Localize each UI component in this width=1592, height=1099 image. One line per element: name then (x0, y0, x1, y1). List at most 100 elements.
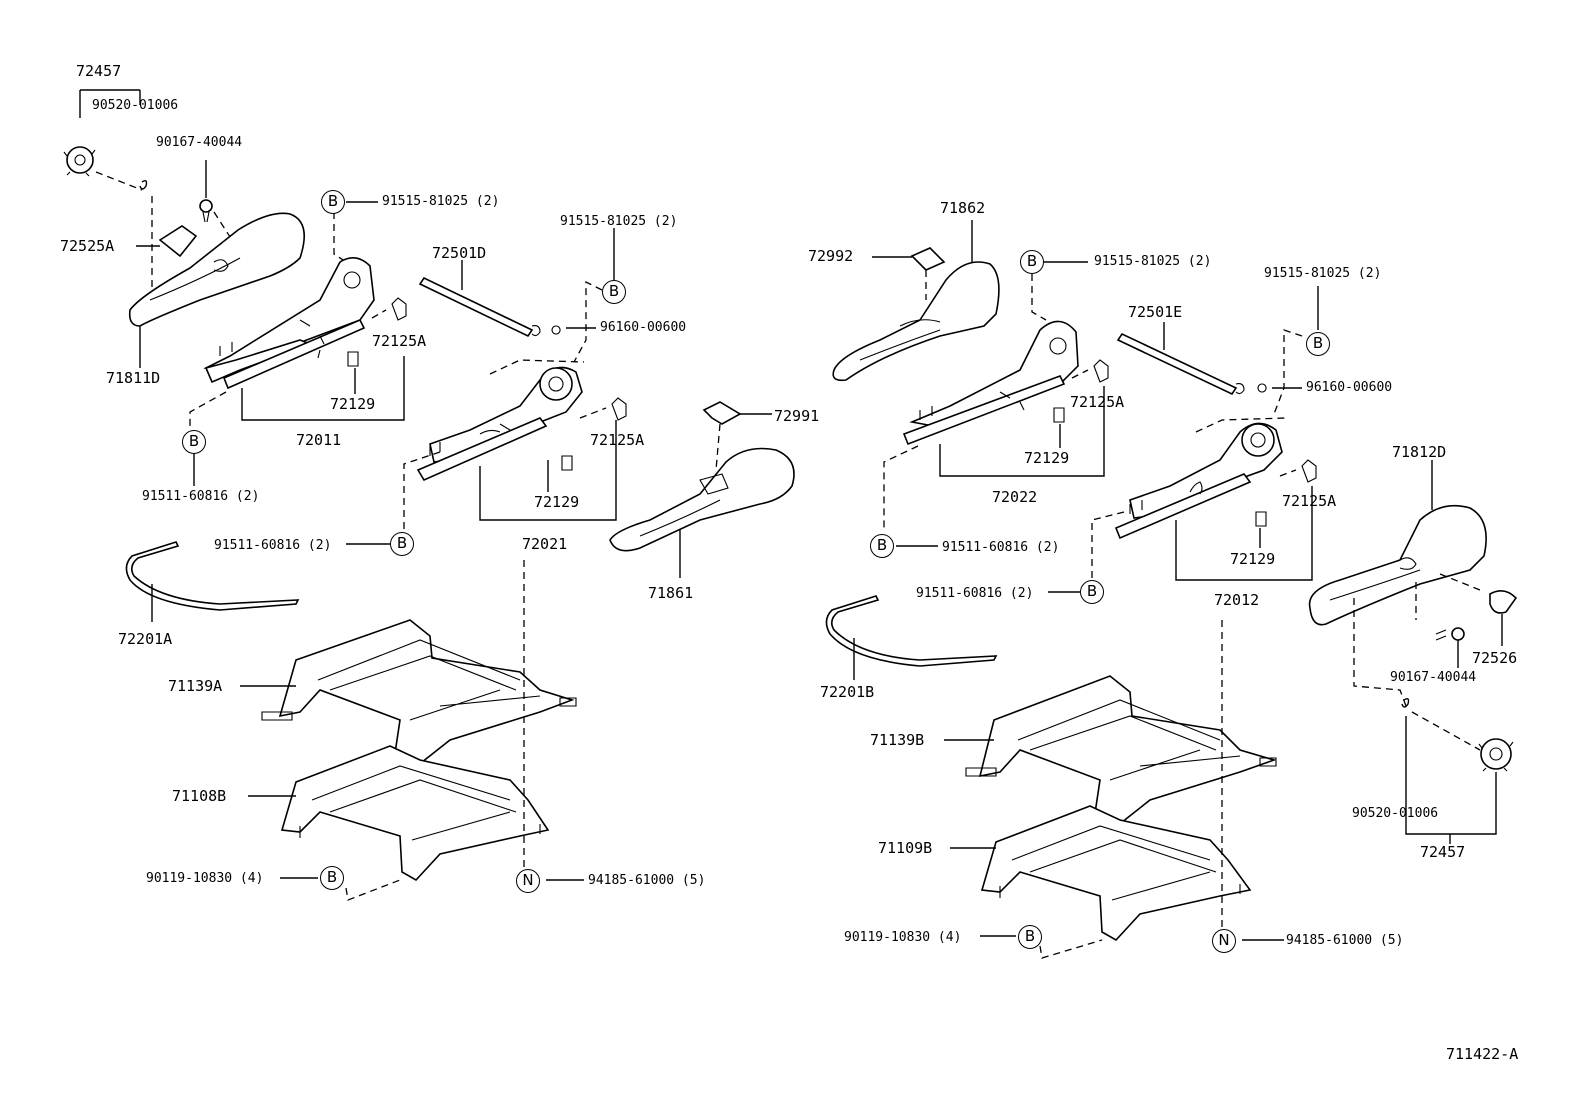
label-bolt-lower2-left: 91511-60816 (2) (214, 538, 332, 553)
clip-left (551, 325, 561, 335)
label-cover-71861: 71861 (648, 584, 694, 602)
label-knob-screw-left: 90520-01006 (92, 98, 179, 113)
cover-72526 (1489, 590, 1518, 614)
spring-72201B (825, 595, 998, 667)
screw-right (1435, 627, 1465, 641)
adjuster-72022 (902, 320, 1079, 446)
bracket-72129-l1 (347, 351, 359, 367)
adjuster-72021 (416, 366, 583, 482)
bracket-leader-72021 (479, 420, 617, 521)
bracket-72125A-r2 (1301, 459, 1317, 483)
adjuster-72011 (203, 257, 375, 390)
label-rod-72501D: 72501D (432, 244, 487, 262)
label-spring-72201A: 72201A (118, 630, 173, 648)
bolt-callout-lower2-right: B (1080, 580, 1104, 604)
label-frame-bolt-right: 90119-10830 (4) (844, 930, 962, 945)
label-bracket-b2-left: 72129 (534, 493, 580, 511)
label-bolt-lower-right: 91511-60816 (2) (942, 540, 1060, 555)
label-bolt-upper2-right: 91515-81025 (2) (1264, 266, 1382, 281)
label-recliner-cover-71812D: 71812D (1392, 443, 1447, 461)
bracket-72129-r1 (1053, 407, 1065, 423)
label-rod-72501E: 72501E (1128, 303, 1183, 321)
diagram-id: 711422-A (1446, 1045, 1519, 1063)
label-knob-screw-right: 90520-01006 (1352, 806, 1439, 821)
bracket-72125A-l2 (611, 397, 627, 421)
bracket-leader-72011 (241, 356, 405, 421)
label-knob-assy-left: 72457 (76, 62, 122, 80)
frame-71139A (261, 619, 577, 771)
label-frame-71139B: 71139B (870, 731, 925, 749)
frame-71108B (280, 745, 550, 882)
leader-knob-left (79, 89, 141, 118)
rod-72501D (418, 276, 534, 338)
bracket-72125A-l1 (391, 297, 407, 321)
recliner-cover-71812D (1308, 504, 1487, 626)
cover-71861 (609, 447, 795, 552)
knob-left (63, 146, 96, 177)
bracket-72129-l2 (561, 455, 573, 471)
label-cover-71862: 71862 (940, 199, 986, 217)
label-frame-nut-left: 94185-61000 (5) (588, 873, 706, 888)
label-knob-assy-right: 72457 (1420, 843, 1466, 861)
label-hook-72992: 72992 (808, 247, 854, 265)
label-bracket-a2-left: 72125A (590, 431, 645, 449)
bracket-leader-72022 (939, 386, 1105, 477)
label-adjuster-72012: 72012 (1214, 591, 1260, 609)
bolt-callout-lower-left: B (182, 430, 206, 454)
label-clip-left: 96160-00600 (600, 320, 687, 335)
label-frame-bolt-left: 90119-10830 (4) (146, 871, 264, 886)
label-bracket-b-left: 72129 (330, 395, 376, 413)
label-frame-71109B: 71109B (878, 839, 933, 857)
bolt-callout-lower2-left: B (390, 532, 414, 556)
label-bracket-b-right: 72129 (1024, 449, 1070, 467)
label-spring-72201B: 72201B (820, 683, 875, 701)
bracket-leader-72012 (1175, 486, 1313, 581)
label-adjuster-72021: 72021 (522, 535, 568, 553)
label-hook-72991: 72991 (774, 407, 820, 425)
hook-72992 (910, 247, 946, 271)
label-bolt-upper2-left: 91515-81025 (2) (560, 214, 678, 229)
bolt-callout-upper2-right: B (1306, 332, 1330, 356)
label-frame-71139A: 71139A (168, 677, 223, 695)
bolt-callout-upper-left: B (321, 190, 345, 214)
label-bolt-lower-left: 91511-60816 (2) (142, 489, 260, 504)
label-adjuster-72011: 72011 (296, 431, 342, 449)
bolt-callout-frame-left: B (320, 866, 344, 890)
label-recliner-cover-71811D: 71811D (106, 369, 161, 387)
label-cover-72525A: 72525A (60, 237, 115, 255)
label-bolt-upper-right: 91515-81025 (2) (1094, 254, 1212, 269)
label-bracket-a-left: 72125A (372, 332, 427, 350)
label-bolt-upper-left: 91515-81025 (2) (382, 194, 500, 209)
label-adjuster-72022: 72022 (992, 488, 1038, 506)
nut-callout-frame-left: N (516, 869, 540, 893)
label-frame-nut-right: 94185-61000 (5) (1286, 933, 1404, 948)
cover-71862 (832, 261, 1000, 382)
knob-right (1478, 738, 1514, 772)
screw-left (199, 199, 213, 223)
label-frame-71108B: 71108B (172, 787, 227, 805)
label-screw-right: 90167-40044 (1390, 670, 1477, 685)
label-screw-left: 90167-40044 (156, 135, 243, 150)
frame-71109B (980, 805, 1252, 942)
dash-knob-screw-left (95, 171, 143, 191)
bolt-callout-upper-right: B (1020, 250, 1044, 274)
spring-72201A (125, 541, 300, 611)
bolt-callout-frame-right: B (1018, 925, 1042, 949)
label-bracket-a2-right: 72125A (1282, 492, 1337, 510)
label-cover-72526: 72526 (1472, 649, 1518, 667)
rod-72501E (1116, 332, 1238, 396)
screw-small-left (139, 179, 148, 190)
nut-callout-frame-right: N (1212, 929, 1236, 953)
bracket-72129-r2 (1255, 511, 1267, 527)
label-clip-right: 96160-00600 (1306, 380, 1393, 395)
clip-right (1257, 383, 1267, 393)
label-bracket-a-right: 72125A (1070, 393, 1125, 411)
bolt-callout-upper2-left: B (602, 280, 626, 304)
label-bolt-lower2-right: 91511-60816 (2) (916, 586, 1034, 601)
cover-72525A (158, 225, 198, 258)
bracket-72125A-r1 (1093, 359, 1109, 383)
bolt-callout-lower-right: B (870, 534, 894, 558)
label-bracket-b2-right: 72129 (1230, 550, 1276, 568)
